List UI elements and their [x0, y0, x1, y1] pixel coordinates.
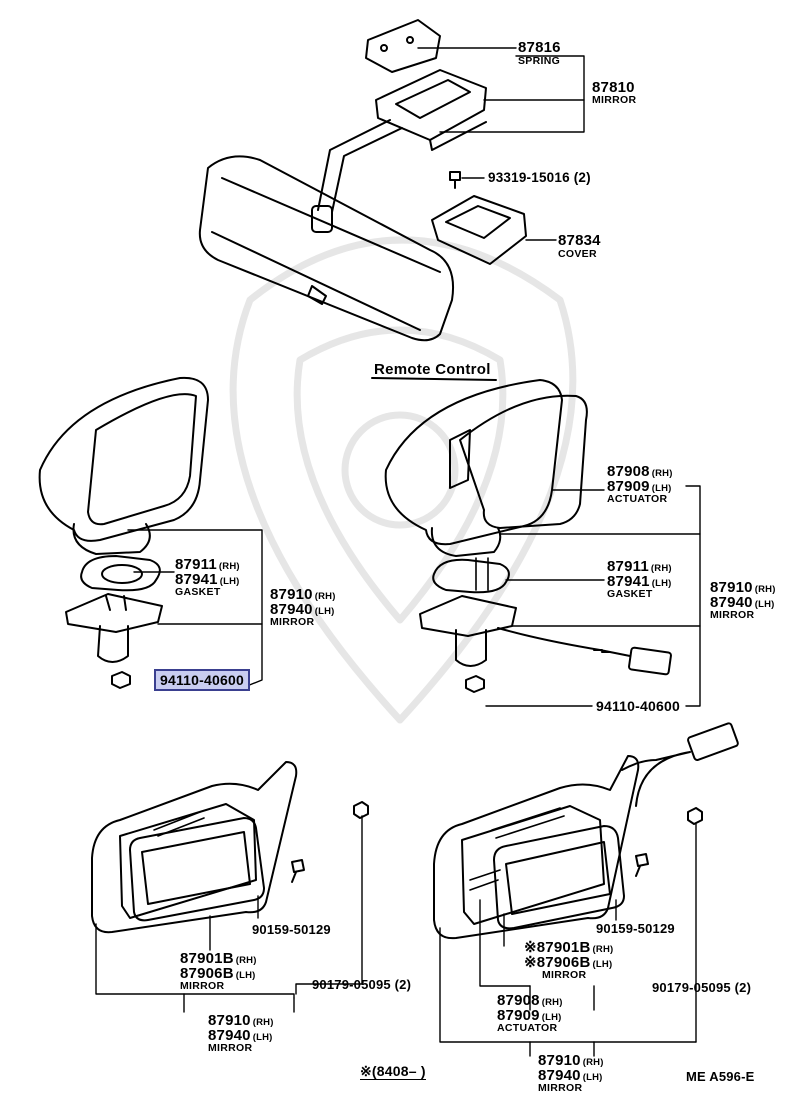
rearview-part-name: MIRROR [592, 94, 637, 106]
right-fender-mirror-rh: 87910(RH) [710, 579, 776, 596]
stay-cover [431, 195, 527, 265]
watermark-emblem [229, 236, 577, 724]
right-door-actuator-name: ACTUATOR [497, 1022, 558, 1034]
left-door-glass-lh: 87906B(LH) [180, 965, 256, 982]
right-actuator-rh: 87908(RH) [607, 463, 673, 480]
screw-90159-right [635, 853, 649, 877]
door-mirror-right-actuator [469, 807, 565, 891]
remote-control-heading: Remote Control [374, 361, 491, 378]
rearview-mirror-body [198, 155, 454, 342]
right-gasket-lh: 87941(LH) [607, 573, 672, 590]
right-gasket-name: GASKET [607, 588, 653, 600]
right-fender-mirror-name: MIRROR [710, 609, 755, 621]
nut-90179-left [353, 801, 369, 819]
right-door-glass-rh: ※87901B(RH) [524, 939, 614, 956]
left-gasket-rh: 87911(RH) [175, 556, 240, 573]
right-door-glass-name: MIRROR [542, 969, 587, 981]
spring-clip [365, 19, 441, 73]
left-door-nut: 90179-05095 (2) [312, 977, 412, 992]
left-door-screw: 90159-50129 [252, 922, 331, 937]
right-actuator-lh: 87909(LH) [607, 478, 672, 495]
right-nut-part-number: 94110-40600 [596, 698, 680, 714]
screw-part-number: 93319-15016 (2) [488, 170, 591, 185]
right-door-screw: 90159-50129 [596, 921, 675, 936]
fender-mirror-left [38, 376, 209, 555]
right-door-mirror-name: MIRROR [538, 1082, 583, 1094]
fender-mirror-right [384, 379, 588, 557]
right-door-actuator-rh: 87908(RH) [497, 992, 563, 1009]
spring-part-name: SPRING [518, 55, 561, 67]
screw-90159-left [291, 859, 305, 883]
right-door-glass-lh: ※87906B(LH) [524, 954, 613, 971]
right-fender-leaders [485, 485, 701, 707]
door-mirror-right-glass [493, 825, 625, 930]
base-left [65, 593, 163, 663]
rearview-leaders [417, 47, 585, 241]
cover-part-name: COVER [558, 248, 597, 260]
left-fender-mirror-lh: 87940(LH) [270, 601, 335, 618]
right-door-leaders [439, 823, 697, 1057]
left-door-glass-name: MIRROR [180, 980, 225, 992]
nut-right [465, 675, 485, 693]
harness-connector-right [497, 627, 672, 676]
remote-title-underline [371, 377, 497, 381]
door-mirror-left-glass [129, 817, 265, 922]
spring-part-number: 87816 [518, 39, 561, 56]
left-fender-leaders [127, 529, 263, 689]
left-door-mirror-lh: 87940(LH) [208, 1027, 273, 1044]
mirror-arm [317, 119, 403, 213]
cover-part-number: 87834 [558, 232, 601, 249]
door-mirror-left-motor [153, 811, 205, 837]
door-mirror-right-housing [433, 755, 640, 940]
left-door-mirror-name: MIRROR [208, 1042, 253, 1054]
left-fender-mirror-name: MIRROR [270, 616, 315, 628]
right-door-mirror-lh: 87940(LH) [538, 1067, 603, 1084]
highlighted-nut-part-number[interactable]: 94110-40600 [154, 669, 250, 691]
gasket-right [432, 557, 510, 594]
right-door-mirror-rh: 87910(RH) [538, 1052, 604, 1069]
harness-door-right [621, 722, 739, 807]
nut-90179-right [687, 807, 703, 825]
right-actuator-name: ACTUATOR [607, 493, 668, 505]
left-door-mirror-rh: 87910(RH) [208, 1012, 274, 1029]
left-fender-mirror-rh: 87910(RH) [270, 586, 336, 603]
mirror-stay-bracket [375, 69, 487, 151]
left-gasket-name: GASKET [175, 586, 221, 598]
serial-footnote: ※(8408– ) [360, 1063, 426, 1080]
left-door-glass-rh: 87901B(RH) [180, 950, 257, 967]
gasket-left [80, 555, 161, 592]
rearview-part-number: 87810 [592, 79, 635, 96]
right-door-nut: 90179-05095 (2) [652, 980, 752, 995]
left-door-leaders [95, 815, 363, 1013]
left-gasket-lh: 87941(LH) [175, 571, 240, 588]
right-gasket-rh: 87911(RH) [607, 558, 672, 575]
door-mirror-left-housing [91, 761, 298, 934]
right-fender-mirror-lh: 87940(LH) [710, 594, 775, 611]
right-door-actuator-lh: 87909(LH) [497, 1007, 562, 1024]
nut-left [111, 671, 131, 689]
figure-code: ME A596-E [686, 1069, 755, 1084]
base-right [419, 595, 517, 667]
screw-93319 [449, 171, 461, 189]
